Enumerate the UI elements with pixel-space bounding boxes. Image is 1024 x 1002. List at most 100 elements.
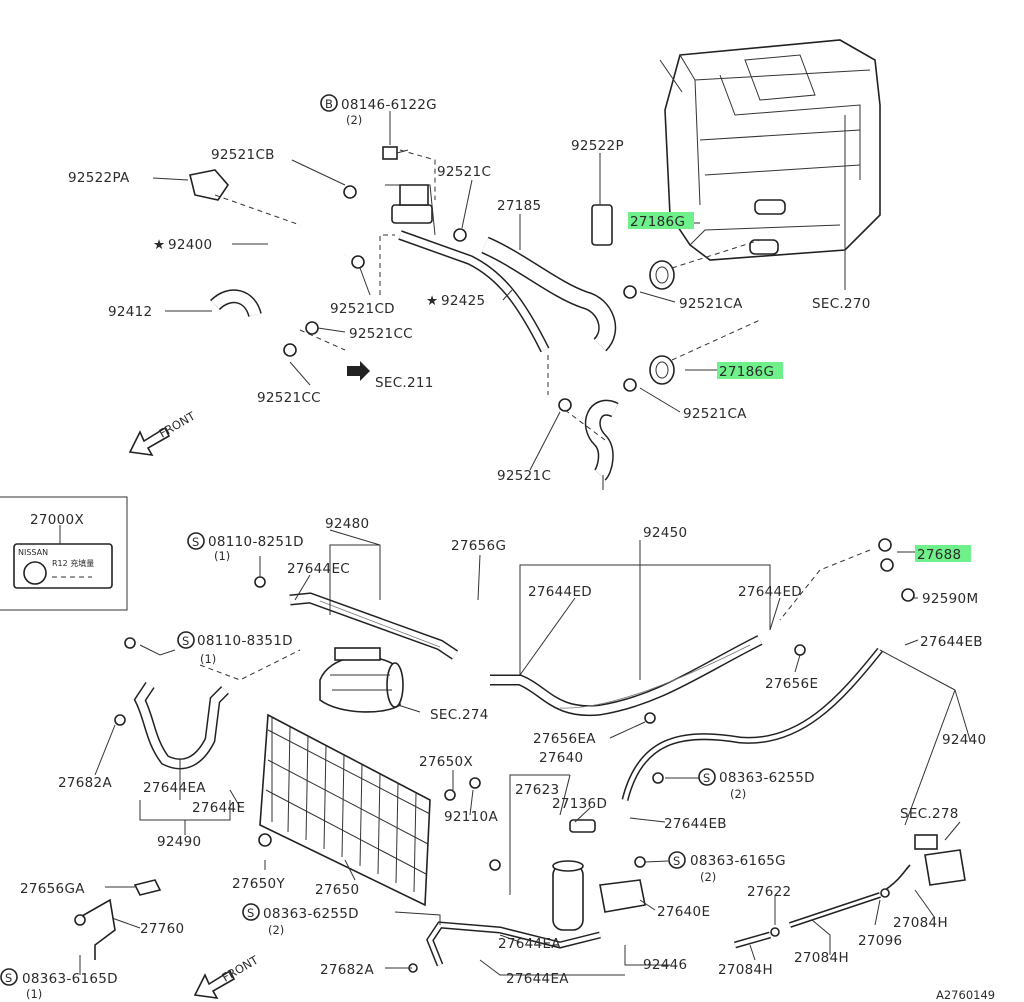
- hose-92490: [133, 681, 229, 770]
- label-08363-6255D-a: 08363-6255D: [719, 770, 815, 786]
- grommet-27186G-lower: [649, 355, 675, 385]
- water-valve: [385, 184, 436, 236]
- label-08146-qty: (2): [346, 113, 362, 127]
- hose-clamps: [283, 185, 637, 412]
- plate-small-text: NISSAN: [18, 548, 48, 557]
- pipe-27084H: [734, 864, 911, 949]
- s-circle-marker: [698, 768, 716, 786]
- label-27656E: 27656E: [765, 676, 818, 692]
- label-92521CB: 92521CB: [211, 147, 275, 163]
- star-marker: ★: [426, 293, 438, 309]
- label-92425: 92425: [441, 293, 485, 309]
- label-92521C-top: 92521C: [437, 164, 491, 180]
- label-27096: 27096: [858, 933, 902, 949]
- label-27682A-2: 27682A: [320, 962, 374, 978]
- clip-92522PA: [189, 169, 230, 201]
- label-27186G-1: 27186G: [630, 214, 685, 230]
- label-92450: 92450: [643, 525, 687, 541]
- sec211-arrow-icon: [347, 361, 370, 381]
- highlight-27688: [915, 545, 971, 562]
- label-08110-8251D-qty: (1): [214, 549, 230, 563]
- label-27644EB-1: 27644EB: [920, 634, 983, 650]
- label-92446: 92446: [643, 957, 687, 973]
- label-92490: 92490: [157, 834, 201, 850]
- pipe-92440: [621, 647, 883, 801]
- label-27650X: 27650X: [419, 754, 473, 770]
- svg-text:S: S: [673, 854, 680, 868]
- label-27136D: 27136D: [552, 796, 607, 812]
- label-27644ED-2: 27644ED: [738, 584, 802, 600]
- label-08363-6165G-a-qty: (2): [700, 870, 716, 884]
- label-27640: 27640: [539, 750, 583, 766]
- lower-hose-elbow: [584, 399, 619, 490]
- s-circle-marker: [0, 968, 18, 986]
- leader-lines-upper: [152, 111, 846, 471]
- s-circle-marker: [177, 631, 195, 649]
- label-08363-6165G-a: 08363-6165G: [690, 853, 786, 869]
- label-27682A-1: 27682A: [58, 775, 112, 791]
- label-27644EA-3: 27644EA: [506, 971, 569, 987]
- receiver-dryer-27640: [552, 819, 596, 931]
- front-arrow-icon-top: [128, 426, 171, 457]
- highlight-27186G-2: [717, 362, 783, 379]
- heater-hose-27185: [481, 236, 617, 352]
- part-labels: B S S S S S S ★ ★ 08146-6122G (2) 92521C…: [0, 94, 995, 1002]
- label-92521CA-1: 92521CA: [679, 296, 743, 312]
- label-92480: 92480: [325, 516, 369, 532]
- label-27186G-2: 27186G: [719, 364, 774, 380]
- highlight-27186G-1: [628, 212, 694, 229]
- label-92521C-mid: 92521C: [497, 468, 551, 484]
- label-27084H-1: 27084H: [893, 915, 948, 931]
- label-27644EC: 27644EC: [287, 561, 350, 577]
- heater-hose-92412: [210, 289, 262, 318]
- label-27656EA: 27656EA: [533, 731, 596, 747]
- label-27760: 27760: [140, 921, 184, 937]
- bracket-92522P: [591, 204, 613, 246]
- label-27000X: 27000X: [30, 512, 84, 528]
- svg-text:S: S: [703, 771, 710, 785]
- label-27084H-2: 27084H: [718, 962, 773, 978]
- label-92400: 92400: [168, 237, 212, 253]
- label-92590M: 92590M: [922, 591, 978, 607]
- label-27623: 27623: [515, 782, 559, 798]
- label-92521CD: 92521CD: [330, 301, 395, 317]
- label-plate-box: [0, 496, 128, 611]
- s-circle-marker: [668, 851, 686, 869]
- label-92440: 92440: [942, 732, 986, 748]
- front-arrow-icon-bottom: [193, 969, 236, 1000]
- label-08363-6255D-b: 08363-6255D: [263, 906, 359, 922]
- label-27644EA-1: 27644EA: [143, 780, 206, 796]
- svg-text:S: S: [182, 634, 189, 648]
- label-27622: 27622: [747, 884, 791, 900]
- hose-92480: [289, 592, 459, 660]
- label-08110-8251D: 08110-8251D: [208, 534, 304, 550]
- label-08146-6122G: 08146-6122G: [341, 97, 437, 113]
- grommet-27186G-upper: [649, 260, 675, 290]
- label-SEC270: SEC.270: [812, 296, 871, 312]
- leader-lines-lower: [59, 525, 971, 976]
- s-circle-marker: [187, 532, 205, 550]
- label-27185: 27185: [497, 198, 541, 214]
- heater-hose-92400: [239, 175, 347, 322]
- label-27656G: 27656G: [451, 538, 506, 554]
- svg-text:S: S: [247, 906, 254, 920]
- label-27656GA: 27656GA: [20, 881, 85, 897]
- label-92110A: 92110A: [444, 809, 498, 825]
- label-front-top: FRONT: [157, 408, 199, 440]
- svg-text:B: B: [325, 97, 333, 111]
- plate-r12-text: R12 充填量: [52, 558, 94, 568]
- bolt-08146-6122G: [382, 146, 409, 160]
- label-27644ED-1: 27644ED: [528, 584, 592, 600]
- label-92522PA: 92522PA: [68, 170, 130, 186]
- label-SEC278: SEC.278: [900, 806, 959, 822]
- hose-92450: [490, 635, 763, 717]
- label-92522P: 92522P: [571, 138, 624, 154]
- bracket-27640E: [599, 879, 646, 913]
- small-connectors: [74, 538, 915, 973]
- label-08363-6255D-a-qty: (2): [730, 787, 746, 801]
- bracket-27760: [74, 879, 162, 960]
- label-08110-8351D: 08110-8351D: [197, 633, 293, 649]
- label-27688: 27688: [917, 547, 961, 563]
